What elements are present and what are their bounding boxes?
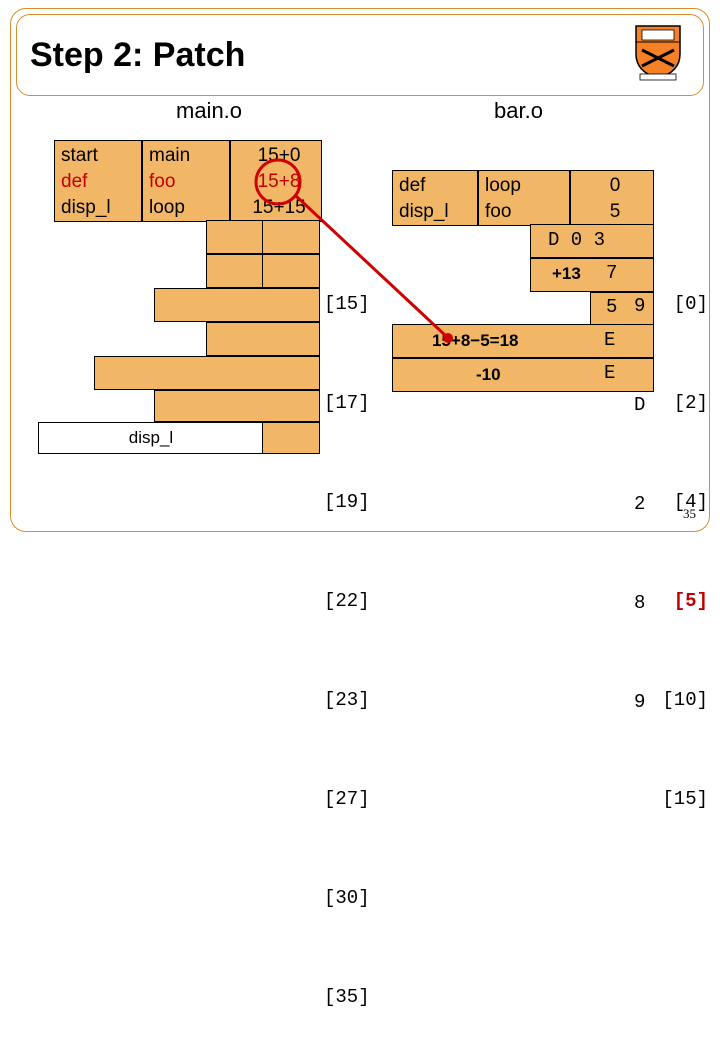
instr-row2-right: 7 <box>606 262 618 284</box>
bar-o-code-block <box>590 292 654 326</box>
university-shield-logo <box>630 20 686 82</box>
code-block <box>154 390 320 422</box>
table-cell: 15+15 <box>252 197 306 218</box>
patch-arrow-overlay <box>254 158 453 343</box>
code-block <box>94 356 320 390</box>
disp-l-label: disp_l <box>128 428 174 447</box>
patch-arrow <box>294 194 448 338</box>
byte-label: D <box>634 394 646 416</box>
displacement-block <box>392 358 654 392</box>
instr-row2-left: +13 <box>552 264 581 283</box>
patch-expression: 15+8−5=18 <box>432 331 519 350</box>
disp-l-block: disp_l <box>38 422 264 454</box>
table-cell: foo <box>149 171 176 192</box>
byte-label: 9 <box>634 295 646 317</box>
bar-o-table-col2: loop foo <box>478 170 570 226</box>
table-cell: foo <box>485 201 512 222</box>
offset-label: [10] <box>662 689 708 711</box>
table-cell: loop <box>485 175 521 196</box>
offset-label: [5] <box>673 590 708 612</box>
bar-o-code-block <box>530 224 654 258</box>
address-label: [22] <box>324 590 370 612</box>
byte-label: 8 <box>634 592 646 614</box>
table-cell: 15+8 <box>257 171 301 192</box>
slide-frame <box>10 8 710 532</box>
instr-row5: E <box>604 362 616 384</box>
instr-row3: 5 <box>606 296 618 318</box>
bar-o-table-col3: 0 5 <box>570 170 654 226</box>
byte-label: 9 <box>634 691 646 713</box>
address-label: [27] <box>324 788 370 810</box>
main-o-table-col1: start def disp_l <box>54 140 142 222</box>
address-label: [23] <box>324 689 370 711</box>
address-label: [35] <box>324 986 370 1008</box>
code-block <box>206 254 264 288</box>
byte-label: 2 <box>634 493 646 515</box>
patch-result-block <box>392 324 654 358</box>
bar-o-table-col1: def disp_l <box>392 170 478 226</box>
offset-label: [2] <box>673 392 708 414</box>
code-block <box>206 220 264 254</box>
title-box <box>16 14 704 96</box>
table-cell: def <box>399 175 426 196</box>
slide-title: Step 2: Patch <box>30 36 246 74</box>
main-o-table-col2: main foo loop <box>142 140 230 222</box>
code-block <box>262 220 320 254</box>
bar-o-code-block <box>530 258 654 292</box>
table-cell: def <box>61 171 88 192</box>
offset-label: [0] <box>673 293 708 315</box>
main-o-label: main.o <box>176 98 243 123</box>
patch-byte-right: E <box>604 329 616 351</box>
table-cell: disp_l <box>399 201 449 222</box>
highlight-circle <box>254 158 302 206</box>
code-block <box>262 254 320 288</box>
table-cell: disp_l <box>61 197 111 218</box>
table-cell: 0 <box>609 175 621 196</box>
table-cell: 5 <box>609 201 621 222</box>
address-label: [30] <box>324 887 370 909</box>
table-cell: start <box>61 145 98 166</box>
address-label: [17] <box>324 392 370 414</box>
offset-label: [4] <box>673 491 708 513</box>
table-cell: loop <box>149 197 185 218</box>
code-block <box>206 322 320 356</box>
arrow-endpoint <box>443 333 453 343</box>
code-block <box>154 288 320 322</box>
instr-row1: D 0 3 <box>548 229 606 251</box>
offset-label: [15] <box>662 788 708 810</box>
bar-o-label: bar.o <box>494 98 543 123</box>
main-o-table-col3: 15+0 15+8 15+15 <box>230 140 322 222</box>
page-number: 35 <box>683 506 696 521</box>
address-label: [19] <box>324 491 370 513</box>
code-block <box>262 422 320 454</box>
address-label: [15] <box>324 293 370 315</box>
minus10-label: -10 <box>476 365 501 384</box>
table-cell: main <box>149 145 191 166</box>
